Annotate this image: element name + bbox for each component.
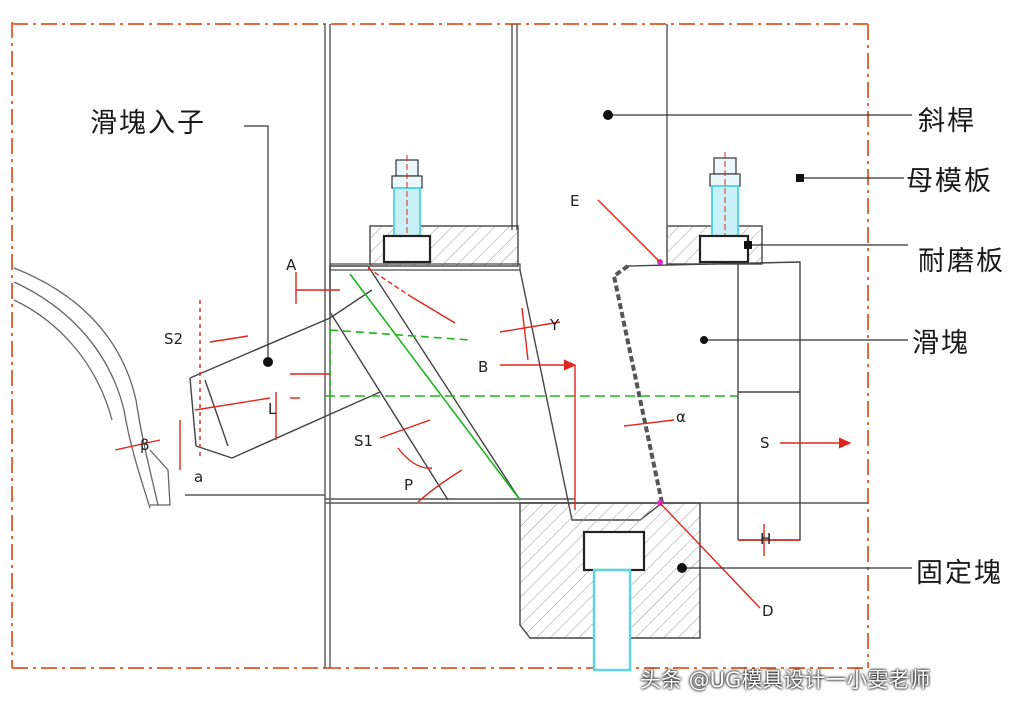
tilt-rod: [329, 265, 521, 501]
dim-e: E: [570, 192, 579, 210]
label-fixed-block: 固定塊: [916, 558, 1003, 589]
dim-s2: S2: [164, 330, 183, 348]
fixed-block: [519, 502, 701, 672]
watermark: 头条 @UG模具设计一小雯老师: [640, 668, 931, 692]
molded-part: [13, 267, 171, 509]
dim-s1: S1: [354, 432, 373, 450]
dim-a-top: A: [286, 256, 297, 274]
label-tilt-rod: 斜桿: [918, 106, 976, 137]
contact-markers: [597, 199, 761, 609]
slide-insert: [189, 289, 381, 459]
dimension-lines: [114, 267, 852, 556]
dim-a-low: a: [194, 468, 203, 486]
green-guides: [325, 273, 738, 501]
dim-h: H: [760, 530, 771, 548]
dim-alpha: α: [676, 408, 686, 426]
dim-d: D: [762, 602, 774, 620]
dim-s: S: [760, 434, 770, 452]
callout-leaders: [244, 114, 912, 569]
label-slide-insert: 滑塊入子: [90, 108, 206, 139]
label-cavity-plate: 母模板: [906, 166, 993, 197]
dim-l: L: [268, 400, 277, 418]
label-slider: 滑塊: [912, 328, 970, 359]
callout-dots: [263, 110, 804, 573]
right-bolt: [698, 152, 750, 264]
dim-beta: β: [140, 436, 150, 454]
label-wear-plate: 耐磨板: [918, 246, 1005, 277]
dim-y: Y: [549, 316, 560, 334]
dim-p: P: [404, 476, 413, 494]
left-bolt: [382, 155, 432, 264]
dim-b: B: [478, 358, 488, 376]
